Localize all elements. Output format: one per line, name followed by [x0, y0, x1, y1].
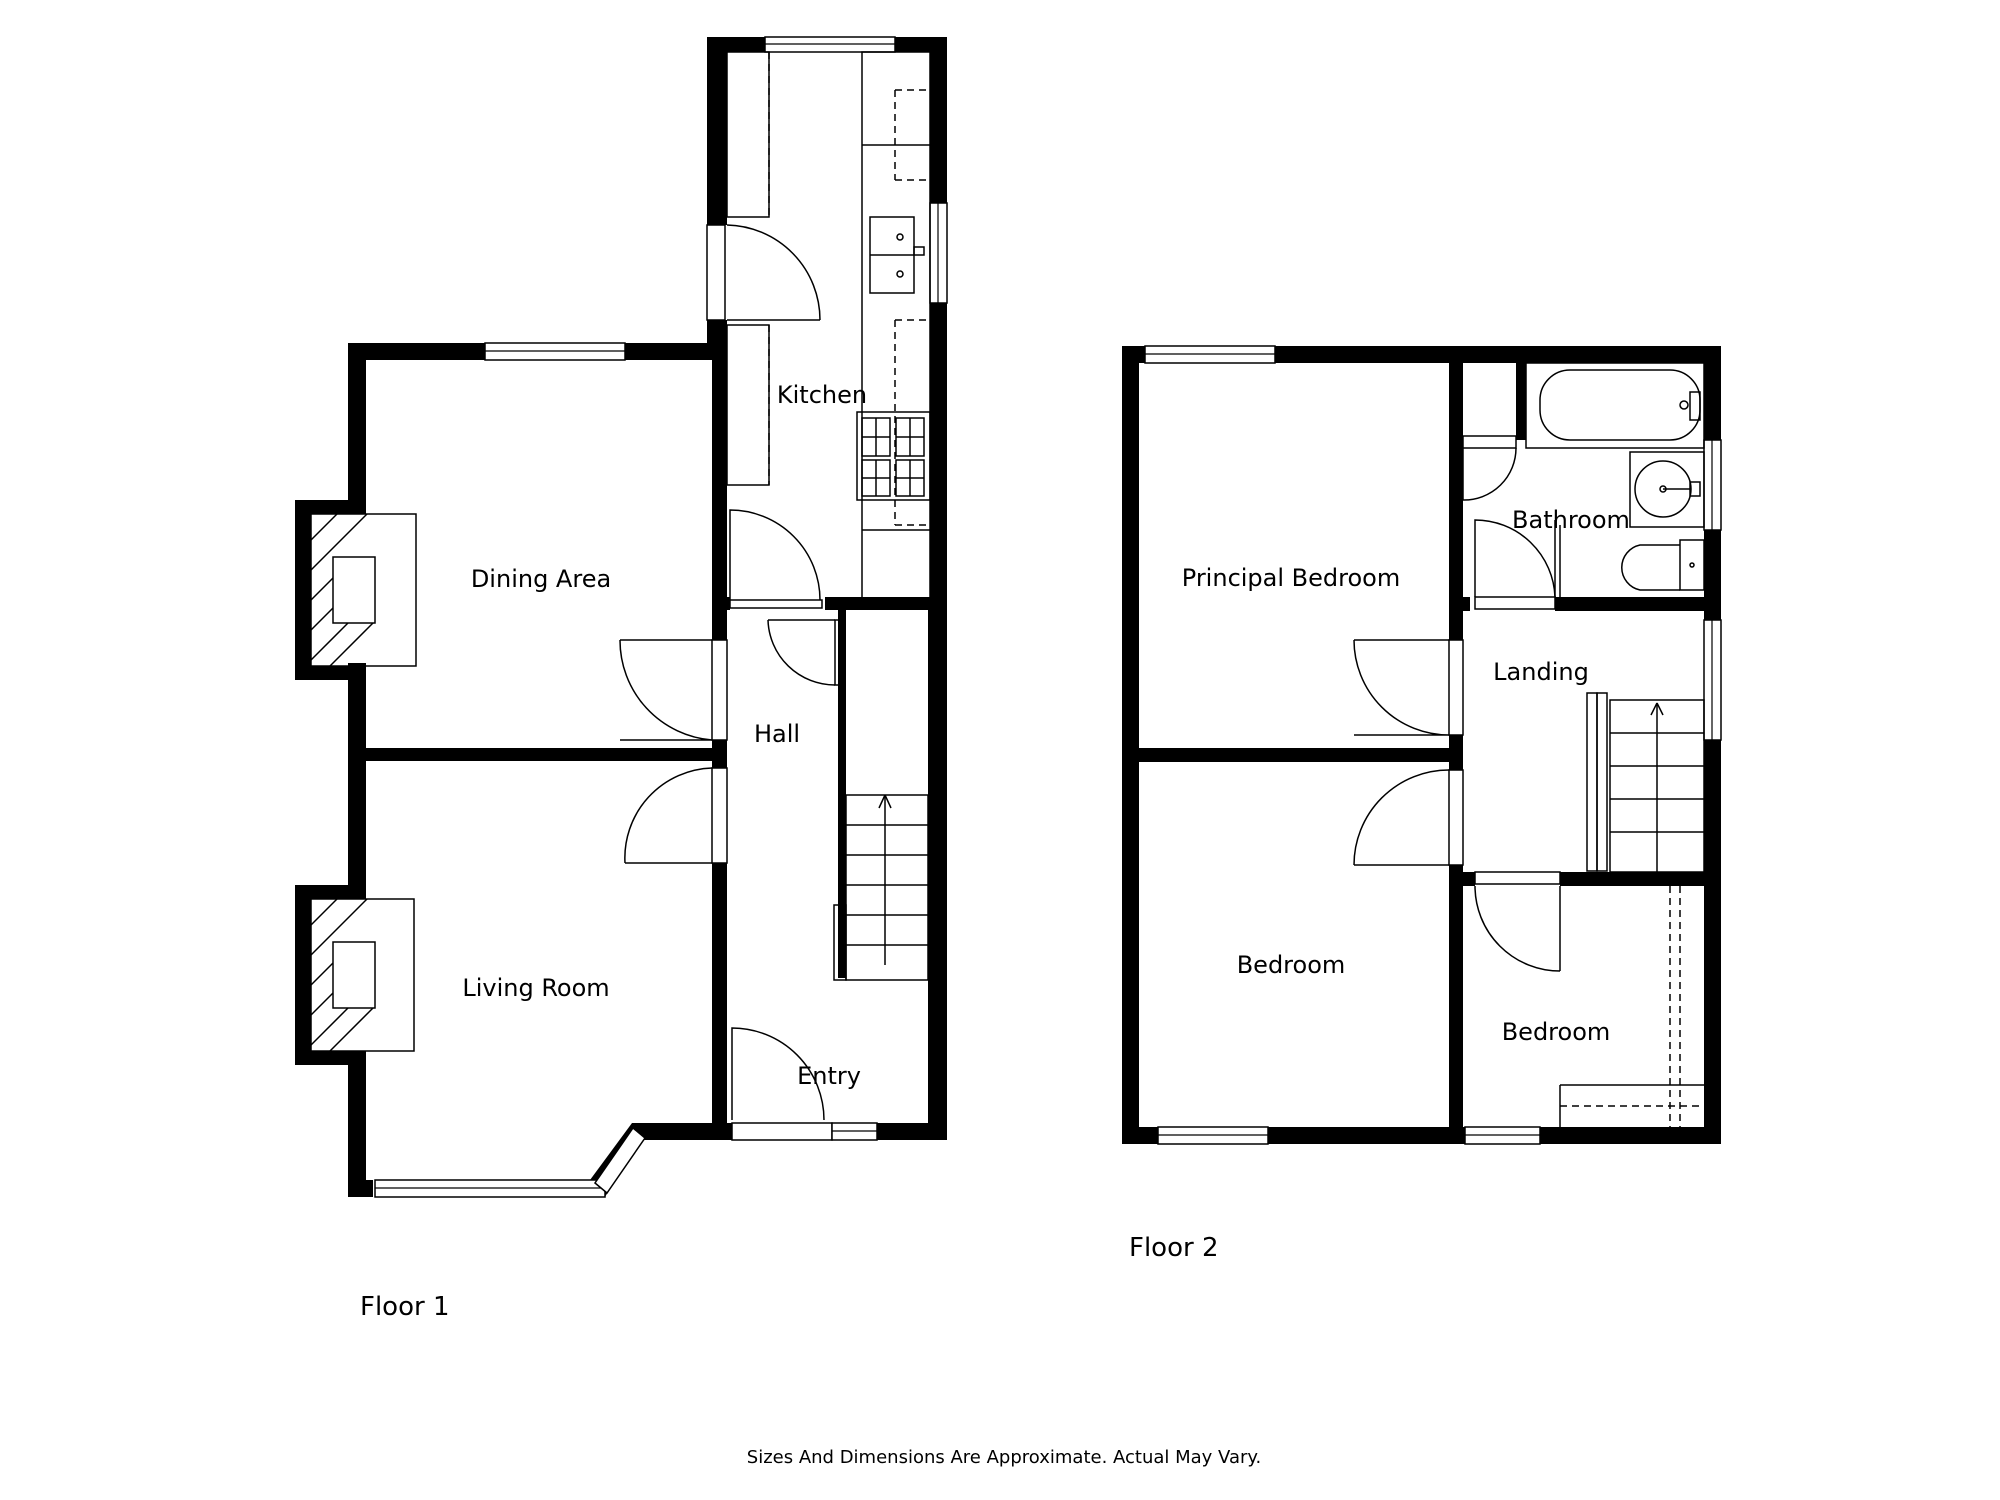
hall-right-wall: [928, 597, 947, 1140]
stair-wall: [838, 608, 846, 978]
floor-2-center-wall: [1449, 346, 1463, 1144]
dining-fireplace: [310, 513, 417, 667]
entry-label: Entry: [797, 1062, 861, 1090]
kitchen-back-door: [706, 224, 821, 321]
kitchen-hall-door: [729, 509, 823, 609]
airing-cupboard-door: [1462, 435, 1517, 501]
floor-2-bottom-wall: [1122, 1127, 1721, 1144]
chimney-1-bottom: [295, 666, 366, 680]
bulkhead-outline: [1559, 886, 1704, 1127]
floor-2-right-wall: [1704, 346, 1721, 1144]
living-left-wall-upper: [348, 748, 366, 888]
bathroom-door: [1474, 519, 1556, 610]
bathroom-label: Bathroom: [1512, 506, 1630, 534]
principal-bedroom-label: Principal Bedroom: [1182, 564, 1400, 592]
chimney-1-side: [295, 500, 311, 680]
floor-2-plan: Principal Bedroom Bathroom Landing Bedro…: [1122, 345, 1722, 1263]
kitchen-right-wall: [930, 37, 947, 600]
dining-living-wall: [348, 748, 727, 761]
bathroom-fittings: [1525, 362, 1705, 597]
dining-door: [619, 639, 728, 741]
living-bottom-left-corner: [348, 1180, 373, 1197]
living-fireplace: [310, 898, 415, 1052]
living-door: [624, 767, 728, 864]
dining-left-wall-lower: [348, 663, 366, 751]
cupboard-wall: [1516, 346, 1526, 440]
chimney-2-side: [295, 885, 311, 1065]
floor-2-stairs: [1586, 692, 1705, 873]
small-bedroom-label: Bedroom: [1502, 1018, 1611, 1046]
dining-area-label: Dining Area: [471, 565, 611, 593]
living-left-wall-lower: [348, 1051, 366, 1197]
floor-1-label: Floor 1: [360, 1292, 450, 1322]
front-door: [731, 1027, 825, 1121]
bay-window-side: [593, 1126, 647, 1195]
hall-label: Hall: [754, 720, 800, 748]
kitchen-label: Kitchen: [777, 381, 867, 409]
bedroom-door: [1353, 769, 1464, 866]
floor-1-plan: Kitchen Dining Area Hall Living Room Ent…: [295, 36, 948, 1322]
chimney-1-top: [295, 500, 366, 514]
living-room-label: Living Room: [462, 974, 609, 1002]
dining-left-wall-upper: [348, 343, 366, 503]
kitchen-fittings: [726, 51, 931, 603]
living-bottom-right-wall: [640, 1123, 730, 1140]
landing-label: Landing: [1493, 658, 1589, 686]
bedroom-label: Bedroom: [1237, 951, 1346, 979]
floor-2-left-wall: [1122, 346, 1139, 1144]
principal-bedroom-door: [1353, 639, 1464, 736]
disclaimer-text: Sizes And Dimensions Are Approximate. Ac…: [747, 1447, 1261, 1468]
chimney-2-top: [295, 885, 366, 899]
bedroom-divider-wall: [1122, 748, 1463, 762]
floor-2-label: Floor 2: [1129, 1233, 1219, 1263]
floor-1-stairs: [833, 794, 929, 981]
entry-door-frame: [731, 1122, 833, 1141]
understairs-door: [767, 619, 846, 686]
small-bedroom-door: [1474, 871, 1561, 972]
